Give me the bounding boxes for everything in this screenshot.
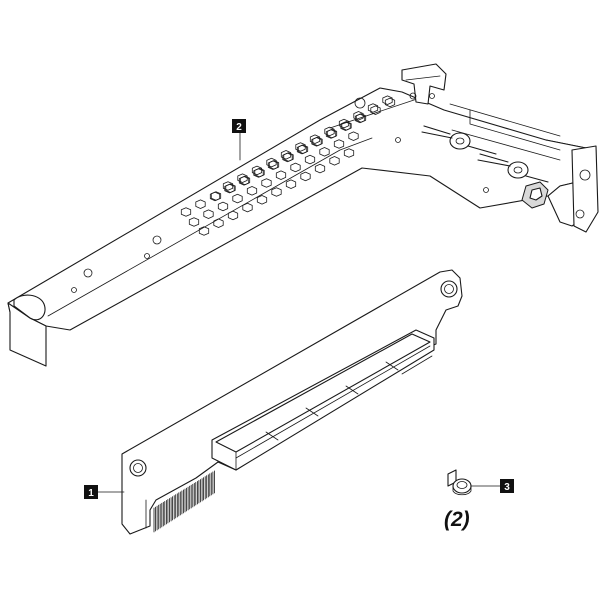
vent-hole [329, 156, 340, 166]
vent-hole [237, 173, 248, 183]
vent-hole [384, 97, 396, 108]
vent-hole [370, 105, 381, 115]
vent-hole [256, 195, 268, 205]
vent-hole [217, 201, 229, 212]
vent-hole [195, 199, 206, 209]
vent-hole [266, 157, 277, 168]
vent-hole [283, 152, 294, 162]
vent-hole [348, 131, 359, 141]
callout-2-label: 2 [236, 122, 242, 133]
callout-3-label: 3 [504, 482, 510, 493]
vent-hole [338, 118, 350, 129]
vent-hole [261, 178, 272, 188]
vent-hole [312, 136, 323, 147]
latch-screw-lower [477, 153, 549, 183]
vent-hole [382, 95, 393, 105]
vent-hole [239, 175, 251, 186]
vent-hole [275, 170, 287, 180]
mount-hole-top [440, 280, 458, 298]
vent-hole [290, 162, 301, 173]
vent-hole [311, 137, 322, 147]
vent-hole [225, 183, 236, 193]
vent-hole [341, 121, 352, 131]
pcie-slot-connector [211, 329, 435, 471]
vent-hole [253, 168, 264, 178]
vent-hole [354, 113, 366, 124]
vent-hole [224, 183, 235, 194]
vent-hole [282, 152, 293, 163]
vent-hole [300, 171, 311, 182]
vent-hole [324, 126, 335, 137]
vent-hole [246, 186, 258, 196]
riser-bracket [7, 63, 599, 367]
vent-hole [242, 202, 253, 213]
vent-hole [209, 191, 221, 202]
vent-hole [271, 187, 282, 197]
vent-hole [343, 148, 355, 158]
gold-fingers [153, 470, 215, 533]
callout-3-badge: 3 [500, 479, 514, 493]
vent-hole [203, 209, 214, 219]
vent-hole [222, 181, 234, 191]
vent-hole [295, 142, 306, 152]
vent-hole [213, 218, 224, 228]
vent-hole [297, 144, 309, 154]
vent-hole [319, 147, 330, 157]
callout-2-badge: 2 [232, 119, 246, 133]
riser-card [121, 269, 463, 535]
vent-hole [296, 144, 308, 155]
vent-hole [325, 129, 337, 139]
vent-holes [180, 95, 396, 236]
vent-hole [285, 179, 297, 189]
vent-hole [180, 207, 192, 217]
vent-hole [267, 160, 279, 170]
vent-hole [238, 176, 250, 186]
vent-hole [251, 165, 263, 176]
vent-hole [314, 163, 326, 174]
vent-hole [326, 128, 338, 139]
latch-screw-upper [421, 125, 497, 155]
vent-hole [367, 103, 379, 113]
vent-hole [309, 134, 321, 144]
screw [447, 469, 472, 496]
vent-hole [254, 167, 265, 178]
vent-hole [304, 154, 316, 165]
vent-hole [355, 113, 367, 123]
vent-hole [188, 217, 200, 227]
mount-hole-bottom [129, 459, 147, 477]
vent-hole [232, 193, 243, 204]
vent-hole [198, 226, 210, 236]
vent-hole [353, 111, 364, 121]
screw-quantity-label: (2) [444, 508, 470, 531]
vent-hole [210, 191, 222, 201]
callout-1-label: 1 [88, 488, 94, 499]
vent-hole [333, 139, 345, 149]
vent-hole [280, 150, 292, 160]
vent-hole [340, 121, 351, 131]
callout-1-badge: 1 [84, 485, 98, 499]
vent-hole [227, 210, 239, 221]
vent-hole [268, 160, 280, 170]
